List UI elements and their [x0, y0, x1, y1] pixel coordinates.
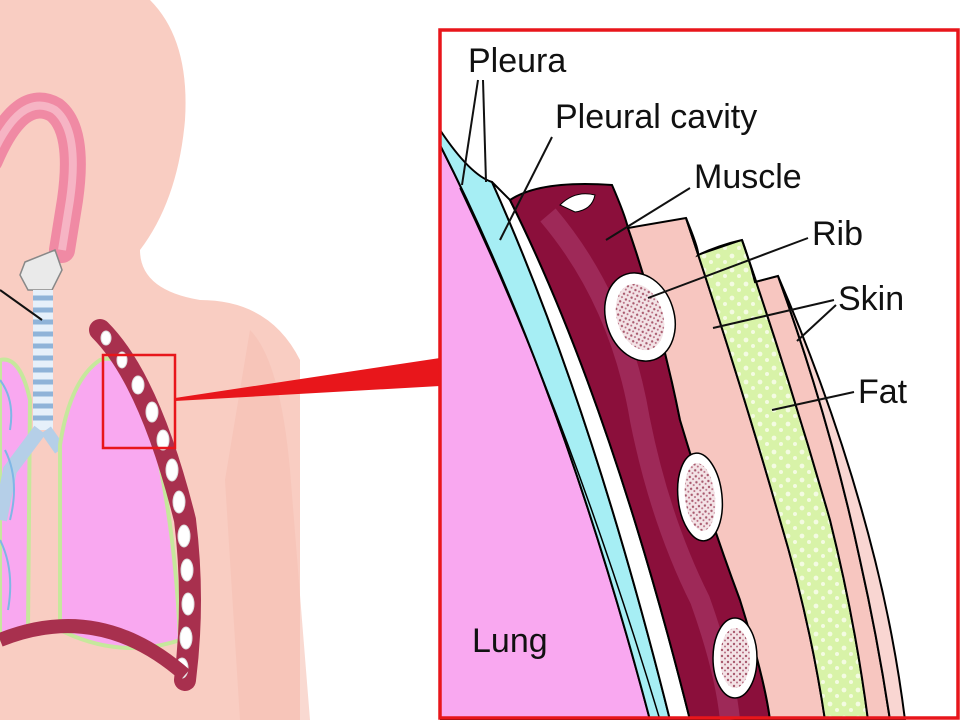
arm-silhouette	[225, 330, 310, 720]
trachea-leader	[0, 289, 43, 321]
left-lung	[0, 357, 33, 643]
zoom-frame	[438, 28, 960, 720]
rib-cross-sections	[604, 272, 758, 699]
label-fat: Fat	[858, 373, 908, 411]
zoom-source-box	[101, 353, 177, 450]
diaphragm	[0, 619, 190, 681]
magnified-chest-wall: Pleura Pleural cavity Muscle Rib Skin Fa…	[438, 28, 960, 720]
label-skin: Skin	[838, 280, 904, 318]
skin-layer-2	[777, 275, 907, 720]
label-lung: Lung	[472, 622, 548, 660]
label-pleura: Pleura	[468, 42, 566, 80]
rib-chain	[89, 319, 201, 691]
trachea	[33, 290, 53, 430]
torso-overview	[0, 0, 440, 720]
leader-lines	[461, 79, 855, 411]
zoom-connector	[175, 358, 440, 401]
label-pleural-cavity: Pleural cavity	[555, 98, 757, 136]
label-muscle: Muscle	[694, 158, 802, 196]
label-rib: Rib	[812, 215, 863, 253]
